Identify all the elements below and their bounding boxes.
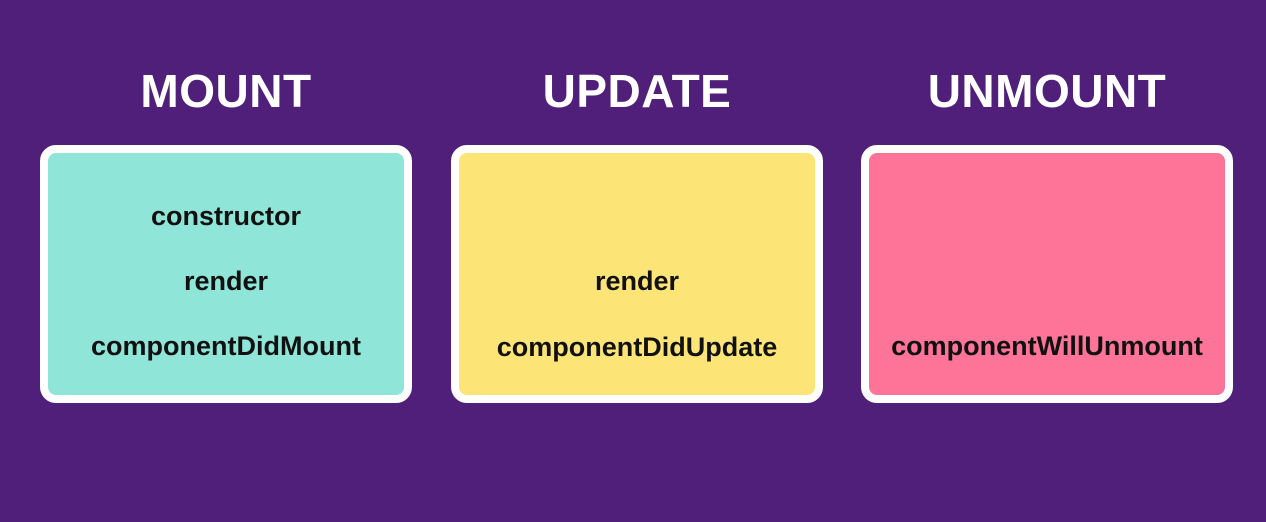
phase-title-update: UPDATE [542,65,732,117]
phase-unmount: UNMOUNT componentWillUnmount [861,60,1233,403]
method-component-will-unmount: componentWillUnmount [891,331,1203,361]
phase-box-update: render componentDidUpdate [451,145,823,403]
phase-mount: MOUNT constructor render componentDidMou… [40,60,412,403]
method-constructor: constructor [150,201,302,231]
phase-title-unmount: UNMOUNT [927,65,1167,117]
method-render: render [594,266,680,296]
phase-title-mount: MOUNT [140,65,312,117]
phase-update: UPDATE render componentDidUpdate [451,60,823,403]
method-component-did-update: componentDidUpdate [496,332,778,362]
method-render: render [183,266,269,296]
phase-box-unmount: componentWillUnmount [861,145,1233,403]
phase-box-mount: constructor render componentDidMount [40,145,412,403]
method-component-did-mount: componentDidMount [91,331,361,361]
